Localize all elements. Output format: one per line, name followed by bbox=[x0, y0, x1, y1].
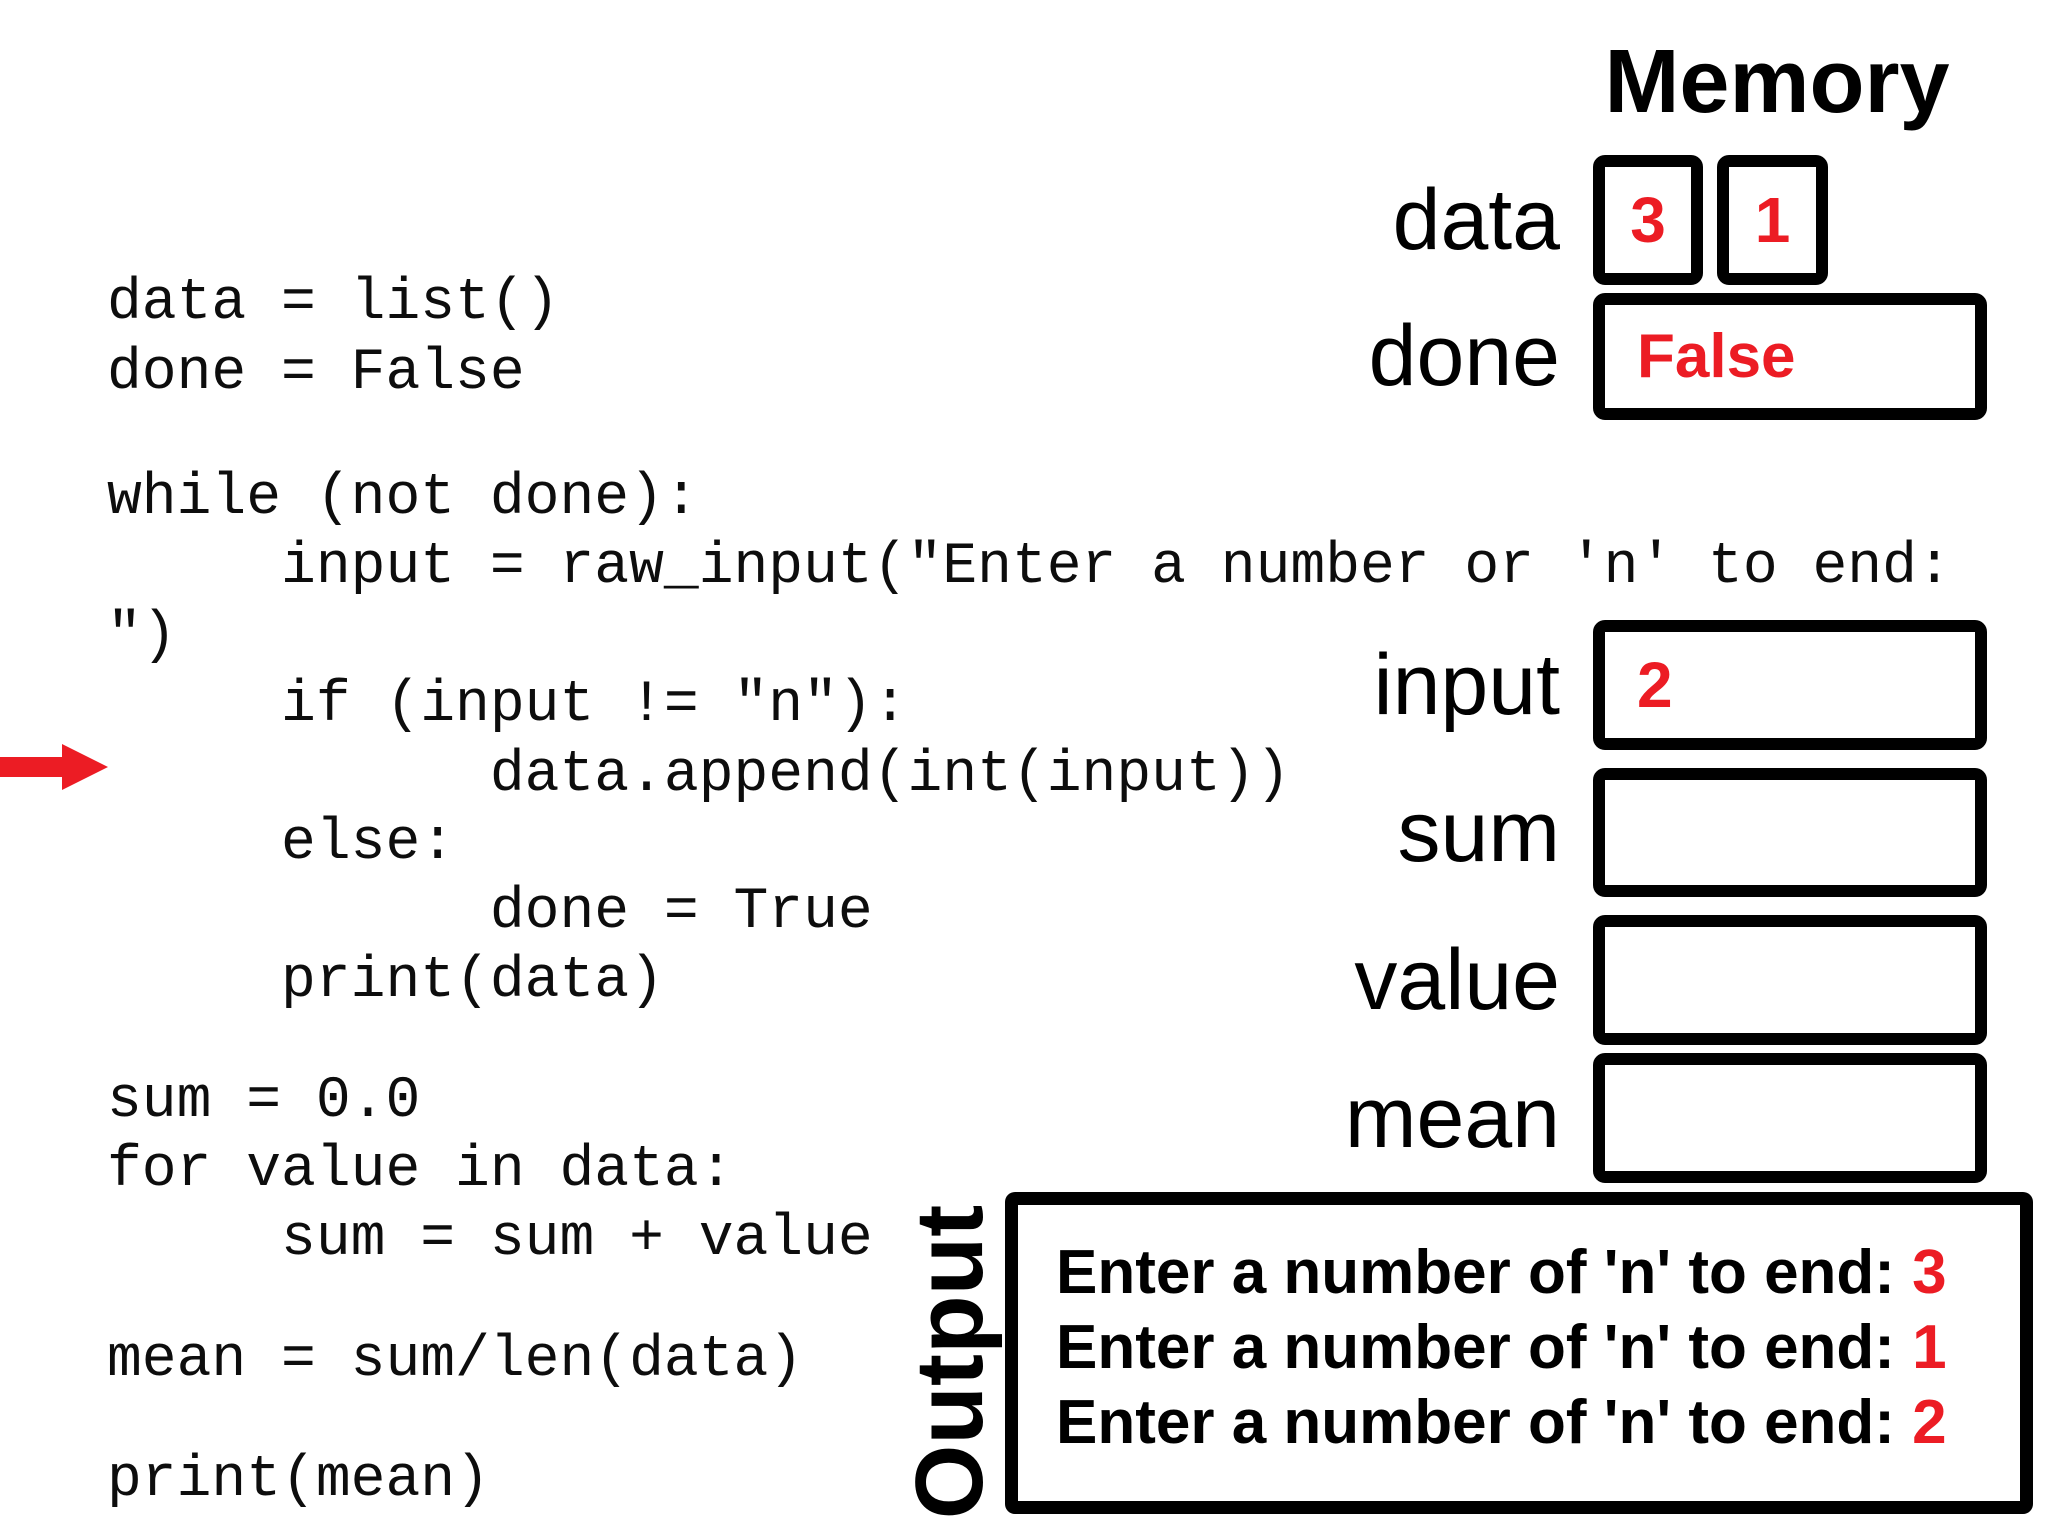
memory-value-input: 2 bbox=[1637, 649, 1673, 721]
memory-cell-data-0: 3 bbox=[1593, 155, 1703, 285]
memory-value-data-0: 3 bbox=[1630, 184, 1666, 256]
output-console: Enter a number of 'n' to end: 3 Enter a … bbox=[1005, 1192, 2033, 1514]
memory-label-value: value bbox=[1354, 931, 1560, 1028]
code-line-1: data = list() bbox=[107, 271, 560, 336]
code-line-5: ") bbox=[107, 604, 177, 669]
code-line-14: mean = sum/len(data) bbox=[107, 1328, 804, 1393]
output-prompt-1: Enter a number of 'n' to end: bbox=[1056, 1238, 1913, 1307]
memory-value-data-1: 1 bbox=[1754, 184, 1791, 256]
output-line-3: Enter a number of 'n' to end: 2 bbox=[1056, 1385, 2020, 1460]
execution-arrow-icon bbox=[0, 744, 108, 790]
code-line-10: print(data) bbox=[107, 949, 664, 1014]
output-prompt-3: Enter a number of 'n' to end: bbox=[1056, 1388, 1913, 1457]
memory-title: Memory bbox=[1604, 32, 1950, 132]
output-title: Output bbox=[896, 1204, 1003, 1520]
code-line-13: sum = sum + value bbox=[107, 1207, 873, 1272]
memory-label-data: data bbox=[1392, 171, 1560, 268]
code-line-2: done = False bbox=[107, 341, 525, 406]
memory-label-input: input bbox=[1373, 636, 1561, 733]
memory-label-done: done bbox=[1368, 307, 1560, 404]
code-line-6: if (input != "n"): bbox=[107, 673, 908, 738]
output-value-1: 3 bbox=[1912, 1238, 1947, 1307]
output-value-2: 1 bbox=[1912, 1313, 1947, 1382]
output-value-3: 2 bbox=[1912, 1388, 1947, 1457]
output-line-2: Enter a number of 'n' to end: 1 bbox=[1056, 1310, 2020, 1385]
memory-cell-data-1: 1 bbox=[1717, 155, 1828, 285]
memory-label-mean: mean bbox=[1344, 1069, 1560, 1166]
code-line-11: sum = 0.0 bbox=[107, 1069, 421, 1134]
code-line-15: print(mean) bbox=[107, 1448, 490, 1513]
output-line-1: Enter a number of 'n' to end: 3 bbox=[1056, 1235, 2020, 1310]
memory-cell-sum bbox=[1593, 768, 1987, 897]
memory-cell-mean bbox=[1593, 1053, 1987, 1183]
memory-label-sum: sum bbox=[1397, 783, 1560, 880]
code-line-4: input = raw_input("Enter a number or 'n'… bbox=[107, 535, 1987, 600]
output-prompt-2: Enter a number of 'n' to end: bbox=[1056, 1313, 1913, 1382]
code-line-7-current: data.append(int(input)) bbox=[107, 743, 1291, 808]
code-line-8: else: bbox=[107, 811, 456, 876]
code-line-9: done = True bbox=[107, 880, 873, 945]
memory-cell-input: 2 bbox=[1593, 620, 1987, 750]
memory-cell-value bbox=[1593, 915, 1987, 1045]
memory-cell-done: False bbox=[1593, 293, 1987, 420]
code-line-3: while (not done): bbox=[107, 466, 699, 531]
memory-value-done: False bbox=[1637, 321, 1796, 391]
code-line-12: for value in data: bbox=[107, 1138, 734, 1203]
